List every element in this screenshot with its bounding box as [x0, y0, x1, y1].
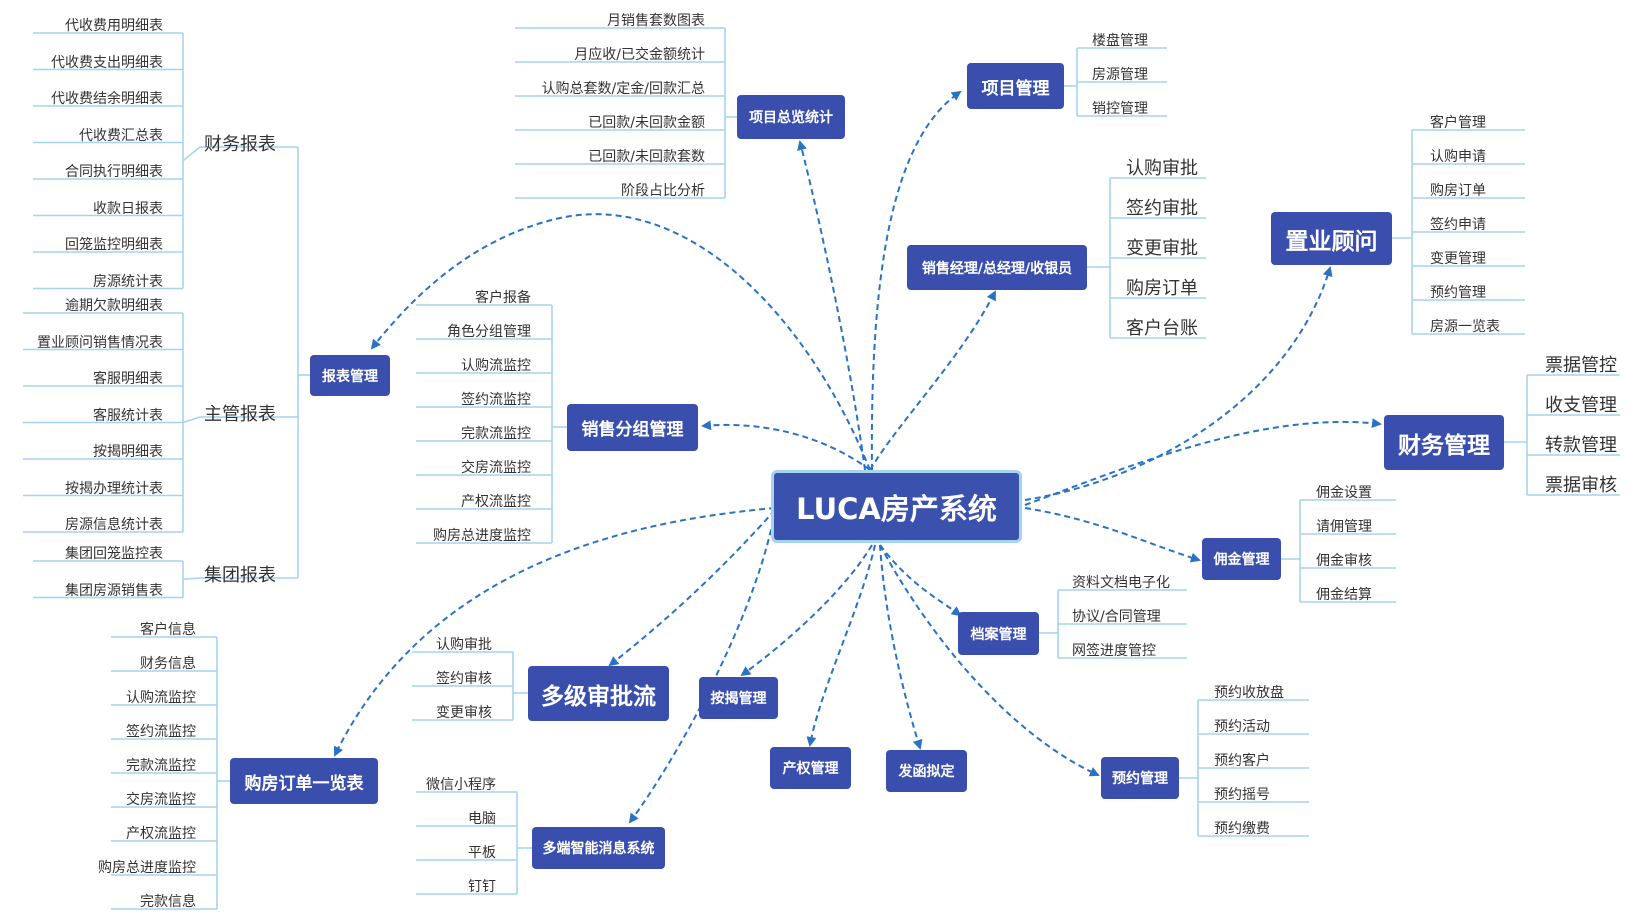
approval-item[interactable]: 签约审核	[436, 671, 492, 687]
topic-project-overview[interactable]: 项目总览统计	[737, 95, 845, 139]
overview-item[interactable]: 月应收/已交金额统计	[574, 47, 705, 63]
topic-finance-management[interactable]: 财务管理	[1384, 415, 1504, 470]
supervisor-report-item[interactable]: 逾期欠款明细表	[65, 298, 163, 314]
supervisor-report-item[interactable]: 房源信息统计表	[65, 517, 163, 533]
topic-multi-level-approval[interactable]: 多级审批流	[528, 666, 669, 721]
archive-item[interactable]: 资料文档电子化	[1072, 575, 1170, 591]
corporate-report-item[interactable]: 集团回笼监控表	[65, 546, 163, 562]
archive-item[interactable]: 网签进度管控	[1072, 643, 1156, 659]
commission-item[interactable]: 佣金结算	[1316, 587, 1372, 603]
order-item[interactable]: 签约流监控	[126, 724, 196, 740]
topic-mortgage-management[interactable]: 按揭管理	[699, 677, 778, 719]
consultant-item[interactable]: 客户管理	[1430, 115, 1486, 131]
project-item[interactable]: 房源管理	[1092, 67, 1148, 83]
manager-item[interactable]: 客户台账	[1126, 318, 1198, 339]
commission-item[interactable]: 佣金审核	[1316, 553, 1372, 569]
overview-item[interactable]: 月销售套数图表	[607, 13, 705, 29]
project-item[interactable]: 销控管理	[1092, 101, 1148, 117]
supervisor-report-item[interactable]: 客服明细表	[93, 371, 163, 387]
overview-item[interactable]: 已回款/未回款套数	[588, 149, 705, 165]
consultant-item[interactable]: 签约申请	[1430, 217, 1486, 233]
order-item[interactable]: 客户信息	[140, 622, 196, 638]
finance-item[interactable]: 票据管控	[1545, 355, 1617, 376]
order-item[interactable]: 产权流监控	[126, 826, 196, 842]
supervisor-report-item[interactable]: 客服统计表	[93, 407, 163, 424]
topic-sales-manager[interactable]: 销售经理/总经理/收银员	[907, 245, 1087, 290]
archive-item[interactable]: 协议/合同管理	[1072, 609, 1161, 625]
topic-reservation-management[interactable]: 预约管理	[1101, 757, 1179, 799]
finance-report-item[interactable]: 回笼监控明细表	[65, 237, 163, 253]
center-node[interactable]: LUCA房产系统	[771, 470, 1022, 543]
approval-item[interactable]: 认购审批	[436, 637, 492, 653]
consultant-item[interactable]: 房源一览表	[1430, 319, 1500, 335]
manager-item[interactable]: 购房订单	[1126, 278, 1198, 299]
topic-report-management[interactable]: 报表管理	[310, 355, 390, 396]
group-finance-reports: 财务报表	[204, 134, 276, 155]
overview-item[interactable]: 已回款/未回款金额	[588, 115, 705, 131]
overview-item[interactable]: 阶段占比分析	[621, 183, 705, 199]
topic-letter-drafting[interactable]: 发函拟定	[886, 750, 967, 792]
finance-report-item[interactable]: 代收费汇总表	[79, 127, 163, 144]
finance-report-item[interactable]: 代收费支出明细表	[51, 54, 163, 71]
commission-item[interactable]: 请佣管理	[1316, 519, 1372, 535]
consultant-item[interactable]: 变更管理	[1430, 251, 1486, 267]
finance-item[interactable]: 收支管理	[1545, 395, 1617, 416]
project-item[interactable]: 楼盘管理	[1092, 33, 1148, 49]
consultant-item[interactable]: 预约管理	[1430, 285, 1486, 301]
topic-commission-management[interactable]: 佣金管理	[1202, 538, 1281, 580]
sales-group-item[interactable]: 交房流监控	[461, 460, 531, 476]
approval-item[interactable]: 变更审核	[436, 705, 492, 721]
order-item[interactable]: 交房流监控	[126, 792, 196, 808]
group-supervisor-reports: 主管报表	[204, 404, 276, 425]
finance-report-item[interactable]: 合同执行明细表	[65, 164, 163, 180]
consultant-item[interactable]: 认购申请	[1430, 149, 1486, 165]
order-item[interactable]: 完款信息	[140, 894, 196, 910]
group-corporate-reports: 集团报表	[204, 565, 276, 586]
topic-multi-terminal-messaging[interactable]: 多端智能消息系统	[532, 827, 665, 869]
topic-project-management[interactable]: 项目管理	[967, 63, 1064, 109]
messaging-item[interactable]: 平板	[468, 845, 496, 861]
manager-item[interactable]: 变更审批	[1126, 238, 1198, 259]
supervisor-report-item[interactable]: 按揭办理统计表	[65, 480, 163, 497]
topic-sales-consultant[interactable]: 置业顾问	[1271, 212, 1392, 265]
overview-item[interactable]: 认购总套数/定金/回款汇总	[541, 81, 705, 97]
topic-order-overview[interactable]: 购房订单一览表	[230, 758, 378, 804]
finance-item[interactable]: 转款管理	[1545, 435, 1617, 456]
finance-report-item[interactable]: 代收费结余明细表	[51, 91, 163, 107]
reservation-item[interactable]: 预约缴费	[1214, 821, 1270, 837]
order-item[interactable]: 购房总进度监控	[98, 860, 196, 876]
supervisor-report-item[interactable]: 置业顾问销售情况表	[37, 334, 163, 351]
manager-item[interactable]: 签约审批	[1126, 198, 1198, 219]
manager-item[interactable]: 认购审批	[1126, 158, 1198, 179]
sales-group-item[interactable]: 客户报备	[475, 290, 531, 306]
sales-group-item[interactable]: 认购流监控	[461, 358, 531, 374]
messaging-item[interactable]: 钉钉	[468, 879, 496, 895]
sales-group-item[interactable]: 角色分组管理	[447, 324, 531, 340]
finance-report-item[interactable]: 房源统计表	[93, 273, 163, 290]
reservation-item[interactable]: 预约收放盘	[1214, 685, 1284, 701]
topic-property-rights[interactable]: 产权管理	[770, 747, 851, 789]
reservation-item[interactable]: 预约摇号	[1214, 787, 1270, 803]
messaging-item[interactable]: 电脑	[468, 811, 496, 827]
sales-group-item[interactable]: 购房总进度监控	[433, 528, 531, 544]
finance-report-item[interactable]: 收款日报表	[93, 200, 163, 217]
reservation-item[interactable]: 预约活动	[1214, 719, 1270, 735]
commission-item[interactable]: 佣金设置	[1316, 485, 1372, 501]
reservation-item[interactable]: 预约客户	[1214, 753, 1270, 769]
topic-sales-group-management[interactable]: 销售分组管理	[567, 404, 698, 451]
order-item[interactable]: 认购流监控	[126, 690, 196, 706]
topic-archive-management[interactable]: 档案管理	[958, 612, 1039, 655]
order-item[interactable]: 完款流监控	[126, 758, 196, 774]
corporate-report-item[interactable]: 集团房源销售表	[65, 582, 163, 599]
sales-group-item[interactable]: 签约流监控	[461, 392, 531, 408]
order-item[interactable]: 财务信息	[140, 656, 196, 672]
finance-item[interactable]: 票据审核	[1545, 475, 1617, 496]
supervisor-report-item[interactable]: 按揭明细表	[93, 444, 163, 460]
sales-group-item[interactable]: 完款流监控	[461, 426, 531, 442]
messaging-item[interactable]: 微信小程序	[426, 777, 496, 793]
finance-report-item[interactable]: 代收费用明细表	[65, 18, 163, 34]
consultant-item[interactable]: 购房订单	[1430, 183, 1486, 199]
sales-group-item[interactable]: 产权流监控	[461, 494, 531, 510]
